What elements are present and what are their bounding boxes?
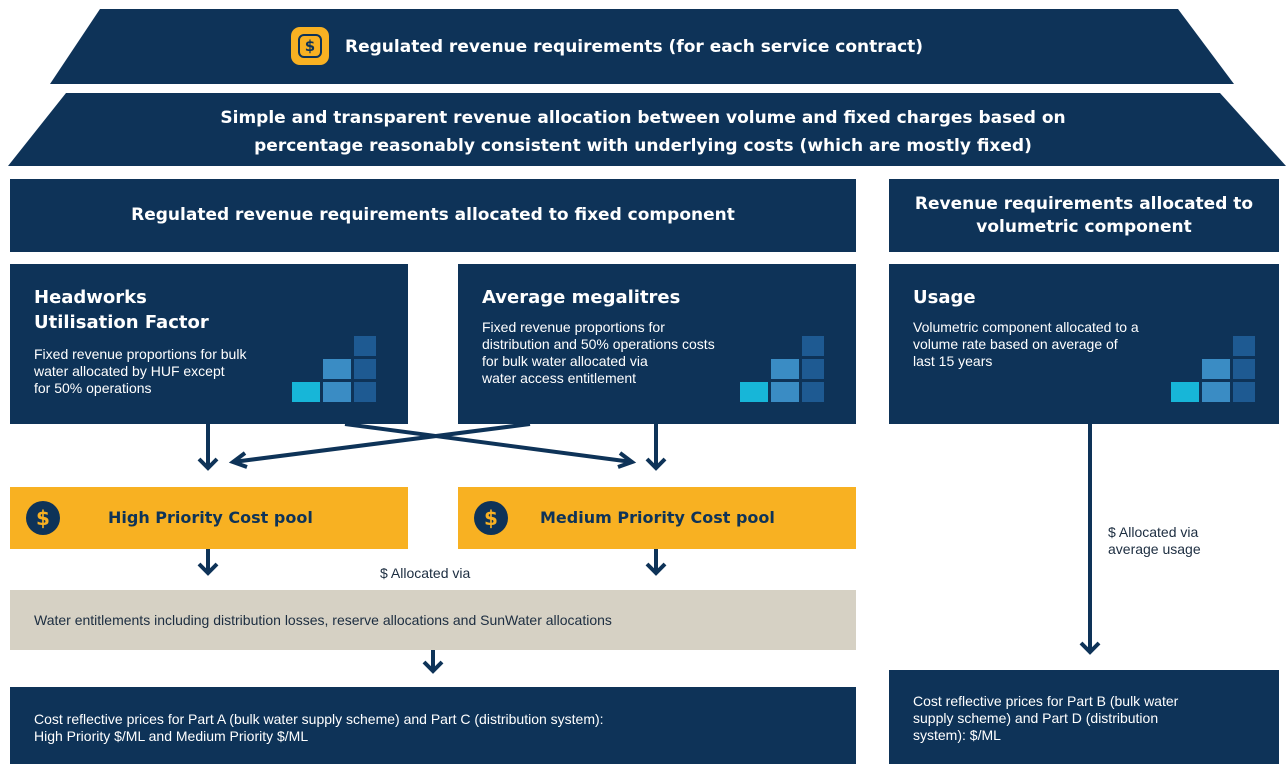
average-megalitres-desc-line3: for bulk water allocated via: [482, 353, 648, 369]
bar-blocks-icon: [740, 336, 824, 402]
volumetric-price-line3: system): $/ML: [913, 727, 1001, 743]
high-priority-pool-label: High Priority Cost pool: [108, 508, 313, 527]
headworks-card: Headworks Utilisation Factor Fixed reven…: [10, 264, 408, 424]
headworks-desc-line2: water allocated by HUF except: [34, 363, 225, 379]
top-banner-dollar-badge: $: [291, 27, 329, 65]
average-megalitres-desc-line4: water access entitlement: [482, 370, 637, 386]
fixed-price-box: Cost reflective prices for Part A (bulk …: [10, 687, 856, 764]
dollar-icon: $: [298, 34, 322, 58]
volumetric-allocated-line2: average usage: [1108, 541, 1201, 557]
dollar-glyph: $: [36, 506, 50, 530]
dollar-glyph: $: [484, 506, 498, 530]
volumetric-price-line2: supply scheme) and Part D (distribution: [913, 710, 1159, 726]
average-megalitres-title: Average megalitres: [482, 287, 681, 308]
top-banner-title: Regulated revenue requirements (for each…: [345, 37, 924, 57]
fixed-price-line1: Cost reflective prices for Part A (bulk …: [34, 711, 604, 727]
bar-blocks-icon: [1171, 336, 1255, 402]
water-entitlements-bar: Water entitlements including distributio…: [10, 590, 856, 650]
usage-desc-line3: last 15 years: [913, 353, 993, 369]
volumetric-price-line1: Cost reflective prices for Part B (bulk …: [913, 693, 1179, 709]
volumetric-header-line1: Revenue requirements allocated to: [914, 194, 1254, 215]
bar-blocks-icon: [292, 336, 376, 402]
average-megalitres-desc-line1: Fixed revenue proportions for: [482, 319, 665, 335]
allocation-banner-line2: percentage reasonably consistent with un…: [254, 136, 1032, 156]
fixed-component-header-text: Regulated revenue requirements allocated…: [131, 205, 735, 226]
volumetric-component-header: Revenue requirements allocated to volume…: [889, 179, 1279, 252]
headworks-title-line1: Headworks: [34, 287, 147, 308]
average-megalitres-desc-line2: distribution and 50% operations costs: [482, 336, 715, 352]
water-entitlements-text: Water entitlements including distributio…: [34, 612, 612, 628]
fixed-price-line2: High Priority $/ML and Medium Priority $…: [34, 728, 309, 744]
headworks-desc-line3: for 50% operations: [34, 380, 152, 396]
headworks-title-line2: Utilisation Factor: [34, 312, 209, 333]
dollar-icon: $: [26, 501, 60, 535]
medium-priority-cost-pool: $ Medium Priority Cost pool: [458, 487, 856, 549]
volumetric-price-box: Cost reflective prices for Part B (bulk …: [889, 670, 1279, 764]
high-priority-cost-pool: $ High Priority Cost pool: [10, 487, 408, 549]
average-megalitres-card: Average megalitres Fixed revenue proport…: [458, 264, 856, 424]
usage-card: Usage Volumetric component allocated to …: [889, 264, 1279, 424]
dollar-glyph: $: [304, 37, 316, 55]
fixed-component-header: Regulated revenue requirements allocated…: [10, 179, 856, 252]
top-banner-shape: [50, 9, 1234, 84]
usage-title: Usage: [913, 287, 976, 308]
allocation-banner-shape: [8, 93, 1286, 166]
volumetric-allocated-line1: $ Allocated via: [1108, 524, 1199, 540]
medium-priority-pool-label: Medium Priority Cost pool: [540, 508, 775, 527]
volumetric-header-line2: volumetric component: [976, 216, 1192, 237]
usage-desc-line1: Volumetric component allocated to a: [913, 319, 1139, 335]
dollar-icon: $: [474, 501, 508, 535]
headworks-desc-line1: Fixed revenue proportions for bulk: [34, 346, 247, 362]
usage-desc-line2: volume rate based on average of: [913, 336, 1118, 352]
allocated-via-text: $ Allocated via: [380, 565, 471, 581]
allocation-banner-line1: Simple and transparent revenue allocatio…: [220, 108, 1066, 128]
